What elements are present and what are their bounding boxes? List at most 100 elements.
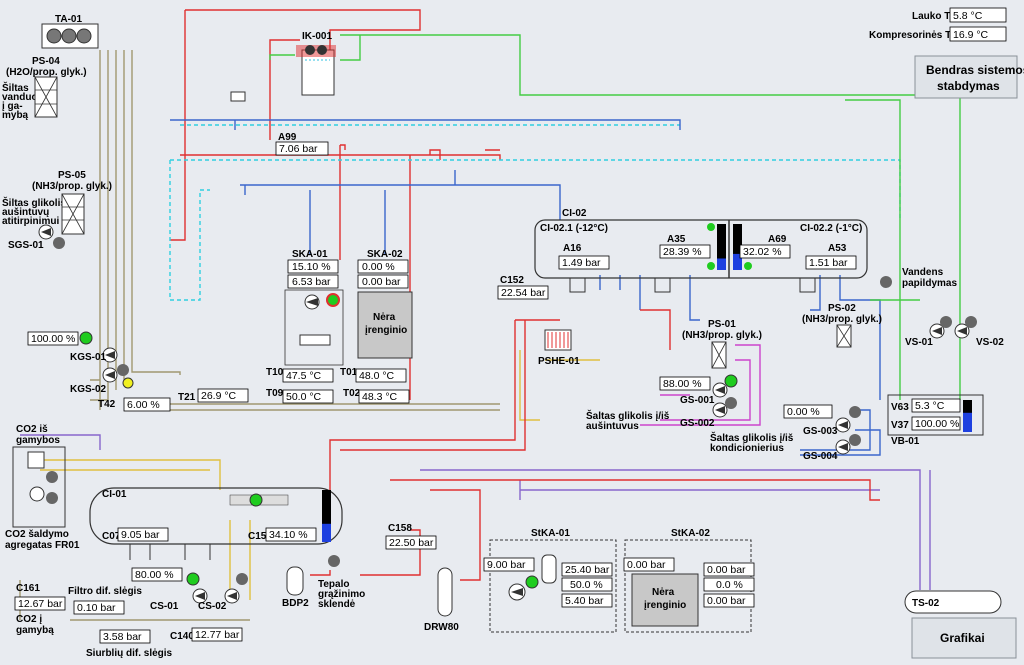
gs002-label: GS-002 [680,418,715,429]
cs01-label: CS-01 [150,601,179,612]
t42-valve-indicator[interactable] [122,377,134,389]
gs004-status-indicator [849,434,861,446]
kompres-t-value: 16.9 °C [953,29,989,41]
cs01-status-indicator [186,572,200,586]
siurbliu-label: Siurblių dif. slėgis [86,648,173,659]
gs003-pct-value: 0.00 % [787,406,820,418]
gs004-pump[interactable] [835,434,861,455]
c07-value: 9.05 bar [121,529,160,541]
ts02-tank[interactable] [904,590,1002,614]
a53-label: A53 [828,243,847,254]
v63-label: V63 [891,402,909,413]
ts02-label: TS-02 [912,598,940,609]
ci02-status-indicator [744,262,752,270]
stka02-irenginio: įrenginio [644,600,686,611]
general-stop-label-2: stabdymas [937,79,1000,93]
ci01-label: CI-01 [102,489,127,500]
co2-fr01-unit[interactable] [12,446,66,528]
ska01-pct-box [287,259,339,274]
stka01-out-box [561,562,613,577]
c140-box [191,627,243,642]
c15-label: C15 [248,531,267,542]
bdp2-label: BDP2 [282,598,309,609]
vs02-pump[interactable] [954,316,977,339]
vb01-label: VB-01 [891,436,920,447]
gs001-pump[interactable] [712,374,738,398]
ci01-receiver-vessel[interactable] [89,487,343,545]
a16-label: A16 [563,243,582,254]
sgs01-label: SGS-01 [8,240,44,251]
v63-box [911,398,961,413]
t02-label: T02 [343,388,361,399]
cs02-pump[interactable] [224,573,248,604]
ik001-label: IK-001 [302,31,332,42]
ps05-heat-exchanger-icon[interactable] [61,193,85,235]
grafikai-label: Grafikai [940,631,985,645]
siurbliu-box [99,629,151,644]
vs01-pump[interactable] [929,316,952,339]
kgs01-pump[interactable] [79,331,118,363]
stka01-out-value: 25.40 bar [565,564,610,576]
ska01-bar-box [287,274,339,289]
ci02-separator-vessel[interactable] [534,219,868,293]
pipes [19,9,961,621]
c15-value: 34.10 % [269,529,308,541]
ska01-pct-value: 15.10 % [292,261,331,273]
kgs02-pump[interactable] [102,364,129,383]
ci02-status-indicator [707,223,715,231]
t02-box [358,389,410,404]
gs003-pump[interactable] [835,406,861,433]
kgs01-status-indicator [79,331,93,345]
ta01-fan-cooler[interactable] [41,23,99,49]
a69-box [739,244,791,259]
kgs02-status-indicator [117,364,129,376]
t09-label: T09 [266,388,284,399]
tepalo-label-2: grąžinimo [318,589,365,600]
c158-box [385,535,437,550]
gs002-pump[interactable] [712,397,737,418]
sg-kond-label-2: kondicionierius [710,443,784,454]
stka02-in-box [623,557,675,572]
t42-box [123,397,171,412]
ps04-desc-1: Šiltas [2,81,29,94]
lauko-t-value: 5.8 °C [953,10,983,22]
stka01-label: StKA-01 [531,528,570,539]
grafikai-button[interactable]: Grafikai [911,617,1017,659]
ps04-heat-exchanger-icon[interactable] [34,76,58,118]
c161-box [14,596,66,611]
t02-value: 48.3 °C [362,391,398,403]
tepalo-label-3: sklendė [318,599,356,610]
sgs01-pump[interactable] [38,224,65,249]
ps04-medium-label: (H2O/prop. glyk.) [6,67,87,78]
valve-icon[interactable] [230,91,246,102]
ci01-legs [129,544,211,560]
ps02-heat-exchanger-icon[interactable] [836,324,852,348]
cs01-pump[interactable] [186,572,208,604]
a53-value: 1.51 bar [809,257,848,269]
kgs02-label: KGS-02 [70,384,107,395]
t10-value: 47.5 °C [286,370,322,382]
c15-box [265,527,317,542]
vs01-status-indicator [940,316,952,328]
v37-label: V37 [891,420,909,431]
ci02-label: CI-02 [562,208,587,219]
bdp2-separator[interactable] [286,566,304,596]
ta01-label: TA-01 [55,14,82,25]
pshe01-heat-exchanger-icon[interactable] [544,329,572,351]
vb01-tank[interactable] [887,394,984,436]
t10-label: T10 [266,367,284,378]
t01-label: T01 [340,367,358,378]
sgs01-status-indicator [53,237,65,249]
t21-label: T21 [178,392,196,403]
stka01-in-box [483,557,535,572]
ik001-cooling-tower[interactable] [296,45,336,96]
c140-label: C140 [170,631,194,642]
ps01-heat-exchanger-icon[interactable] [711,341,727,369]
general-stop-button[interactable]: Bendras sistemos stabdymas [914,55,1024,99]
ska01-label: SKA-01 [292,249,328,260]
stka01-compressor[interactable] [489,539,617,633]
drw80-vessel[interactable] [437,567,453,617]
vs02-status-indicator [965,316,977,328]
filtro-value: 0.10 bar [77,602,116,614]
ska01-compressor[interactable] [284,289,344,366]
